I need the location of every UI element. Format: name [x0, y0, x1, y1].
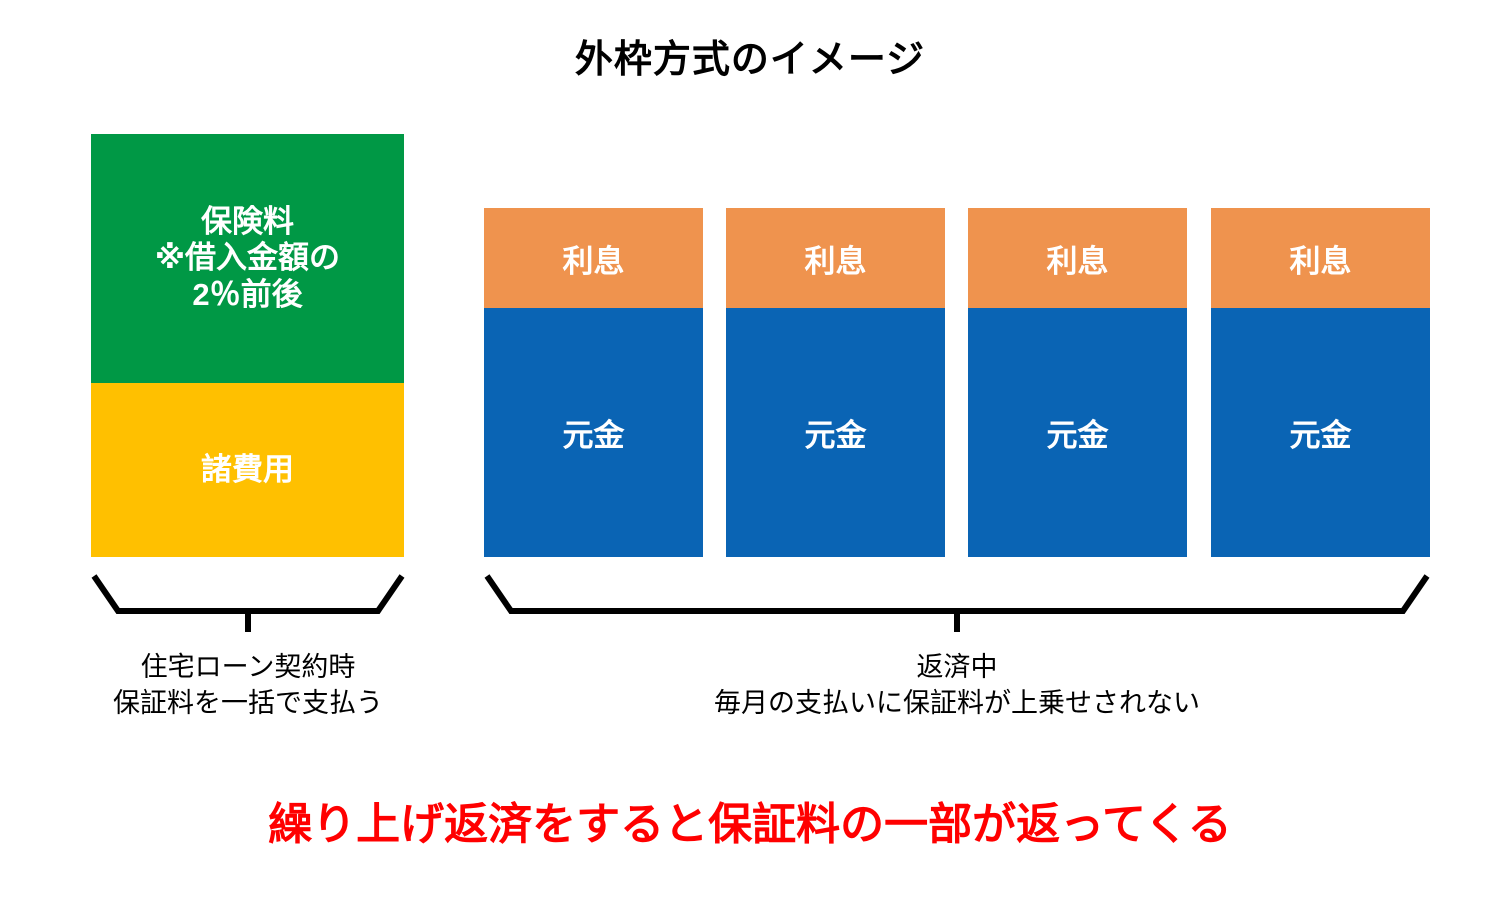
principal-label: 元金	[1289, 418, 1352, 453]
footer-note: 繰り上げ返済をすると保証料の一部が返ってくる	[268, 800, 1232, 849]
principal-label: 元金	[1046, 418, 1109, 453]
principal-label: 元金	[804, 418, 867, 453]
left-bracket	[88, 574, 408, 634]
right-bracket-icon	[484, 574, 1430, 632]
interest-segment: 利息	[1211, 208, 1430, 308]
principal-label: 元金	[562, 418, 625, 453]
interest-segment: 利息	[726, 208, 945, 308]
page-title: 外枠方式のイメージ	[574, 39, 926, 81]
insurance-line-1: 保険料	[200, 203, 294, 239]
right-bracket	[481, 574, 1433, 634]
interest-segment: 利息	[484, 208, 703, 308]
repayment-bar-1: 利息 元金	[484, 208, 703, 557]
misc-fees-block: 諸費用	[91, 383, 404, 557]
principal-segment: 元金	[1211, 308, 1430, 557]
right-caption: 返済中 毎月の支払いに保証料が上乗せされない	[557, 650, 1357, 721]
insurance-premium-block: 保険料 ※借入金額の 2％前後	[91, 134, 404, 383]
interest-segment: 利息	[968, 208, 1187, 308]
repayment-bar-3: 利息 元金	[968, 208, 1187, 557]
repayment-bar-4: 利息 元金	[1211, 208, 1430, 557]
interest-label: 利息	[562, 243, 625, 279]
left-bracket-icon	[91, 574, 405, 632]
insurance-line-3: 2％前後	[192, 276, 303, 312]
principal-segment: 元金	[484, 308, 703, 557]
interest-label: 利息	[1046, 243, 1109, 279]
left-caption-line-2: 保証料を一括で支払う	[113, 687, 383, 718]
interest-label: 利息	[1289, 243, 1352, 279]
right-caption-line-1: 返済中	[916, 652, 998, 682]
left-caption: 住宅ローン契約時 保証料を一括で支払う	[48, 650, 448, 721]
right-caption-line-2: 毎月の支払いに保証料が上乗せされない	[714, 687, 1200, 718]
repayment-bar-2: 利息 元金	[726, 208, 945, 557]
principal-segment: 元金	[726, 308, 945, 557]
misc-fees-label: 諸費用	[201, 451, 294, 487]
insurance-line-2: ※借入金額の	[154, 240, 341, 276]
left-caption-line-1: 住宅ローン契約時	[140, 652, 356, 682]
interest-label: 利息	[804, 243, 867, 279]
principal-segment: 元金	[968, 308, 1187, 557]
